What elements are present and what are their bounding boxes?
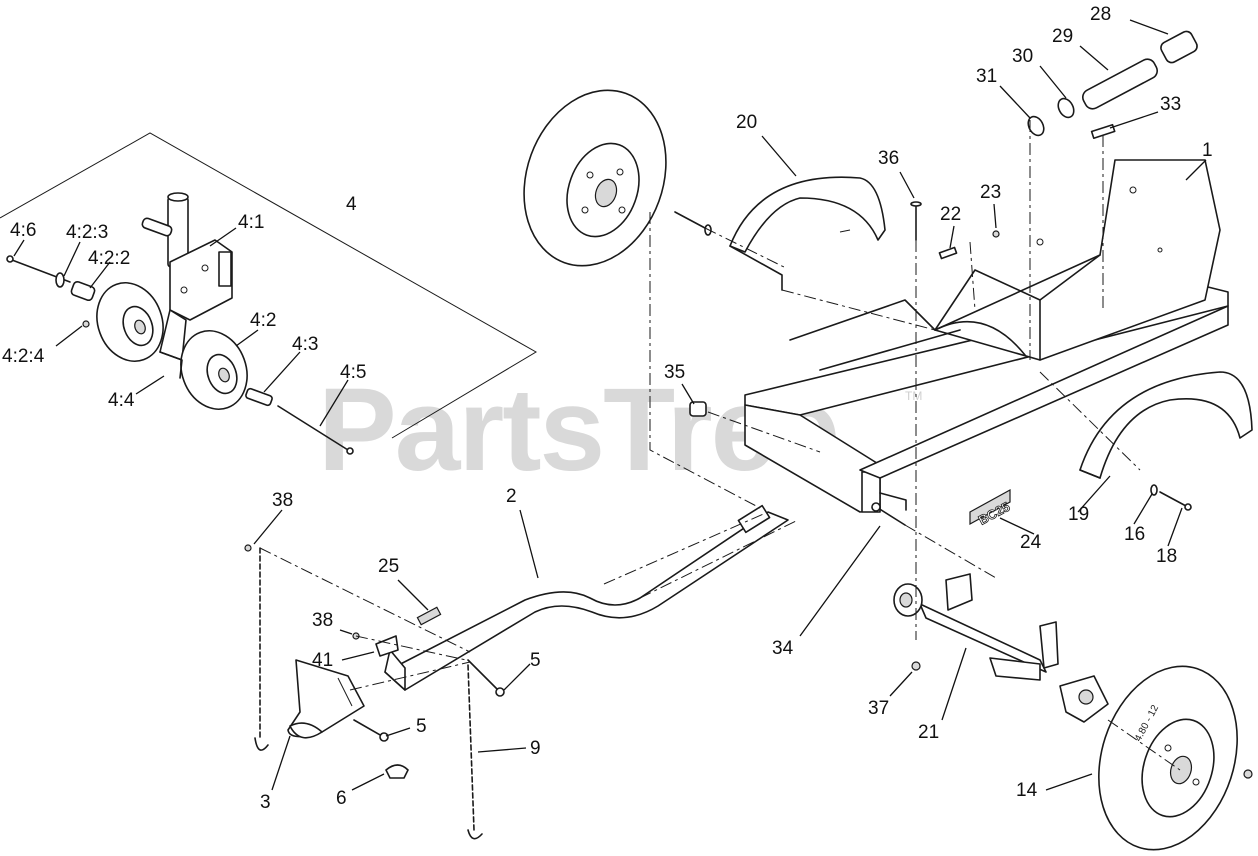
callout-14[interactable]: 14 <box>1016 780 1038 801</box>
screw-23[interactable] <box>992 230 1000 238</box>
callout-23[interactable]: 23 <box>980 182 1001 203</box>
decal-25[interactable] <box>416 606 442 626</box>
jack-assembly[interactable] <box>141 192 233 361</box>
subassembly-bracket <box>0 132 537 439</box>
callout-24[interactable]: 24 <box>1020 532 1042 553</box>
bearing-4-2-2[interactable] <box>70 280 96 302</box>
axle-21[interactable] <box>919 573 1059 681</box>
callout-1[interactable]: 1 <box>1202 140 1213 161</box>
bolt-34[interactable] <box>871 502 906 526</box>
callout-41[interactable]: 41 <box>312 650 333 671</box>
callout-labels: 28 29 30 31 33 1 20 36 22 23 35 19 16 18… <box>2 4 1213 813</box>
callout-20[interactable]: 20 <box>736 112 757 133</box>
frame-1[interactable] <box>744 159 1229 513</box>
bolt-18[interactable] <box>1159 491 1192 511</box>
callout-37[interactable]: 37 <box>868 698 889 719</box>
callout-22[interactable]: 22 <box>940 204 961 225</box>
assembly-lines <box>259 120 1181 771</box>
callout-4[interactable]: 4 <box>346 194 357 215</box>
safety-chain-9[interactable] <box>467 664 483 840</box>
callout-30[interactable]: 30 <box>1012 46 1033 67</box>
bolt-5-upper[interactable] <box>467 659 505 697</box>
callout-29[interactable]: 29 <box>1052 26 1073 47</box>
clip-6[interactable] <box>385 764 409 779</box>
callout-4-2-3[interactable]: 4:2:3 <box>66 222 108 243</box>
safety-chain-left[interactable] <box>254 547 269 751</box>
plate-33[interactable] <box>1090 123 1116 140</box>
bolt-5-lower[interactable] <box>353 719 389 742</box>
callout-4-1[interactable]: 4:1 <box>238 212 264 233</box>
callout-33[interactable]: 33 <box>1160 94 1181 115</box>
callout-34[interactable]: 34 <box>772 638 794 659</box>
nut-37[interactable] <box>911 661 921 671</box>
wheel-14[interactable]: 4.80 - 12 <box>1076 648 1258 856</box>
callout-19[interactable]: 19 <box>1068 504 1089 525</box>
caster-wheel-right[interactable] <box>170 321 258 418</box>
caster-fork-4-4[interactable] <box>159 351 183 379</box>
nut-38-upper[interactable] <box>244 544 252 552</box>
spacer-35[interactable] <box>689 401 707 417</box>
fender-19[interactable] <box>1079 371 1253 479</box>
lug-nut[interactable] <box>1243 769 1253 779</box>
callout-35[interactable]: 35 <box>664 362 685 383</box>
spacer-4-3[interactable] <box>245 387 273 407</box>
decal-24[interactable]: BC25 <box>969 488 1013 528</box>
nut-4-2-4[interactable] <box>82 320 90 328</box>
bushing-31[interactable] <box>1025 114 1047 138</box>
callout-4-2[interactable]: 4:2 <box>250 310 276 331</box>
callout-16[interactable]: 16 <box>1124 524 1145 545</box>
callout-4-6[interactable]: 4:6 <box>10 220 36 241</box>
clip-41[interactable] <box>375 635 399 657</box>
bolt-4-5[interactable] <box>277 405 354 455</box>
callout-36[interactable]: 36 <box>878 148 899 169</box>
callout-25[interactable]: 25 <box>378 556 399 577</box>
hub-right[interactable] <box>1059 675 1109 723</box>
callout-4-3[interactable]: 4:3 <box>292 334 318 355</box>
callout-4-5[interactable]: 4:5 <box>340 362 366 383</box>
tongue-2[interactable] <box>384 504 789 691</box>
tire-left[interactable] <box>500 70 689 286</box>
washer-4-2-3[interactable] <box>55 272 65 288</box>
callout-9[interactable]: 9 <box>530 738 541 759</box>
callout-38-lower[interactable]: 38 <box>312 610 333 631</box>
sleeve-28[interactable] <box>1159 29 1199 64</box>
leader-lines <box>13 19 1207 791</box>
fender-bolt-20[interactable] <box>674 211 712 236</box>
callout-28[interactable]: 28 <box>1090 4 1111 25</box>
callout-4-2-4[interactable]: 4:2:4 <box>2 346 45 367</box>
callout-2[interactable]: 2 <box>506 486 517 507</box>
cylinder-29[interactable] <box>1080 56 1160 111</box>
pin-36[interactable] <box>910 201 922 241</box>
bushing-30[interactable] <box>1055 96 1077 120</box>
clip-22[interactable] <box>938 246 958 260</box>
callout-3[interactable]: 3 <box>260 792 271 813</box>
coupler-3[interactable] <box>287 659 365 739</box>
hub-left[interactable] <box>893 583 923 617</box>
washer-16[interactable] <box>1150 484 1158 496</box>
callout-38-upper[interactable]: 38 <box>272 490 293 511</box>
callout-31[interactable]: 31 <box>976 66 997 87</box>
callout-18[interactable]: 18 <box>1156 546 1177 567</box>
callout-6[interactable]: 6 <box>336 788 347 809</box>
callout-5-lower[interactable]: 5 <box>416 716 427 737</box>
caster-wheel-left[interactable] <box>86 273 174 370</box>
watermark-trademark: TM <box>905 389 922 403</box>
frame-u-bracket <box>879 492 907 511</box>
callout-5-upper[interactable]: 5 <box>530 650 541 671</box>
callout-21[interactable]: 21 <box>918 722 939 743</box>
fender-20[interactable] <box>729 176 886 291</box>
callout-4-4[interactable]: 4:4 <box>108 390 135 411</box>
callout-4-2-2[interactable]: 4:2:2 <box>88 248 130 269</box>
